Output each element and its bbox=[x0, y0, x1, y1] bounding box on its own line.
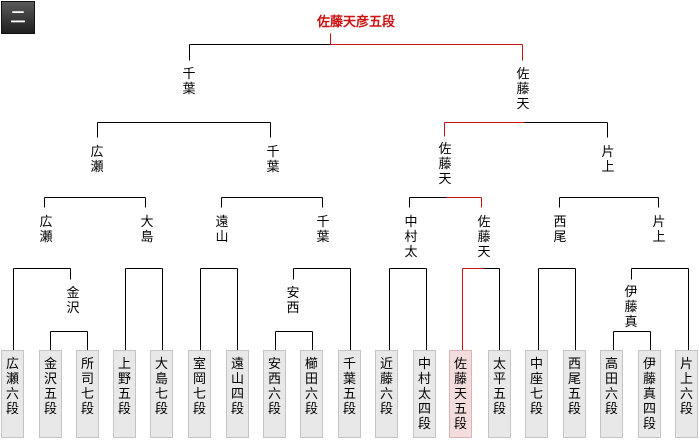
r2-winner-1: 広瀬 bbox=[90, 145, 104, 175]
player-box[interactable]: 近藤六段 bbox=[375, 350, 398, 438]
player-box[interactable]: 広瀬六段 bbox=[1, 350, 24, 438]
r1-winner-3: 遠山 bbox=[215, 215, 229, 245]
r1-winner-6: 佐藤天 bbox=[477, 215, 491, 260]
prelim-winner-mid: 安西 bbox=[286, 286, 300, 316]
r2-winner-3: 佐藤天 bbox=[438, 142, 452, 187]
prelim-winner-left: 金沢 bbox=[66, 286, 80, 316]
r1-winner-5: 中村太 bbox=[404, 215, 418, 260]
player-box[interactable]: 佐藤天五段 bbox=[449, 350, 472, 438]
player-box[interactable]: 上野五段 bbox=[113, 350, 136, 438]
player-box[interactable]: 太平五段 bbox=[488, 350, 511, 438]
player-box[interactable]: 中村太四段 bbox=[413, 350, 436, 438]
player-box[interactable]: 伊藤真四段 bbox=[638, 350, 661, 438]
player-box[interactable]: 金沢五段 bbox=[39, 350, 62, 438]
player-box[interactable]: 西尾五段 bbox=[563, 350, 586, 438]
player-box[interactable]: 中座七段 bbox=[525, 350, 548, 438]
r1-winner-1: 広瀬 bbox=[39, 215, 53, 245]
prelim-winner-right: 伊藤真 bbox=[624, 285, 638, 330]
r1-winner-2: 大島 bbox=[140, 215, 154, 245]
player-box[interactable]: 高田六段 bbox=[600, 350, 623, 438]
player-box[interactable]: 片上六段 bbox=[675, 350, 698, 438]
player-box[interactable]: 遠山四段 bbox=[226, 350, 249, 438]
semi-winner-left: 千葉 bbox=[182, 67, 196, 97]
player-box[interactable]: 室岡七段 bbox=[188, 350, 211, 438]
r2-winner-2: 千葉 bbox=[266, 145, 280, 175]
player-box[interactable]: 大島七段 bbox=[150, 350, 173, 438]
menu-icon: 二 bbox=[10, 8, 26, 26]
player-box[interactable]: 安西六段 bbox=[263, 350, 286, 438]
menu-button[interactable]: 二 bbox=[1, 1, 35, 34]
r1-winner-4: 千葉 bbox=[316, 215, 330, 245]
player-box[interactable]: 千葉五段 bbox=[338, 350, 361, 438]
player-box[interactable]: 櫛田六段 bbox=[300, 350, 323, 438]
champion-title: 佐藤天彦五段 bbox=[316, 15, 395, 30]
semi-winner-right: 佐藤天 bbox=[516, 67, 530, 112]
r2-winner-4: 片上 bbox=[601, 145, 615, 175]
r1-winner-8: 片上 bbox=[652, 215, 666, 245]
r1-winner-7: 西尾 bbox=[553, 215, 567, 245]
player-box[interactable]: 所司七段 bbox=[76, 350, 99, 438]
